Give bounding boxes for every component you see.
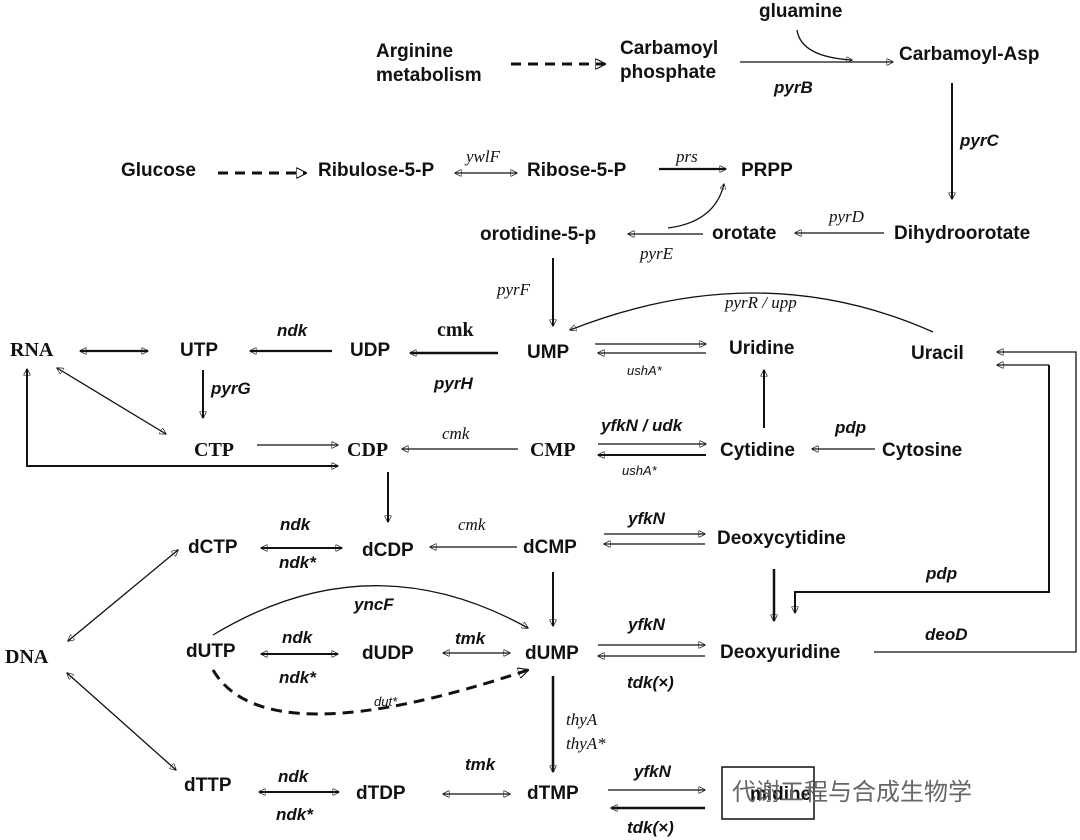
node-dcmp: dCMP — [523, 537, 577, 558]
node-cytosine: Cytosine — [882, 440, 962, 461]
node-dcdp: dCDP — [362, 540, 414, 561]
node-dctp: dCTP — [188, 537, 238, 558]
enzyme-yfkn-dump: yfkN — [627, 615, 666, 634]
node-thymidine-box — [721, 766, 815, 820]
enzyme-pyrr-upp: pyrR / upp — [724, 293, 797, 312]
arrow-dna-dttp — [67, 673, 176, 770]
enzyme-pyrb: pyrB — [773, 78, 813, 97]
enzyme-ndk-utp: ndk — [277, 321, 309, 340]
node-carbamoyl-phosphate-line2: phosphate — [620, 62, 716, 83]
node-dttp: dTTP — [184, 775, 232, 796]
node-arginine-line1: Arginine — [376, 41, 453, 62]
node-ribulose-5-p: Ribulose-5-P — [318, 160, 434, 181]
node-dihydroorotate: Dihydroorotate — [894, 223, 1030, 244]
enzyme-deod: deoD — [925, 625, 968, 644]
node-orotidine-5-p: orotidine-5-p — [480, 224, 596, 245]
enzyme-cmk-dcdp: cmk — [458, 515, 486, 534]
node-gluamine: gluamine — [759, 1, 842, 22]
enzyme-pyrg: pyrG — [210, 379, 251, 398]
node-dtmp: dTMP — [527, 783, 579, 804]
arrow-gluamine-input — [796, 29, 852, 60]
node-deoxyuridine: Deoxyuridine — [720, 642, 840, 663]
enzyme-ndk-dutp: ndk — [282, 628, 314, 647]
arrow-rna-ctp — [57, 368, 166, 434]
enzyme-thya: thyA — [566, 710, 598, 729]
node-dtdp: dTDP — [356, 783, 406, 804]
enzyme-pyrh: pyrH — [433, 374, 473, 393]
enzyme-thya-star: thyA* — [566, 734, 606, 753]
node-glucose: Glucose — [121, 160, 196, 181]
node-dna: DNA — [5, 646, 49, 668]
node-carbamoyl-asp: Carbamoyl-Asp — [899, 44, 1039, 65]
node-orotate: orotate — [712, 223, 776, 244]
enzyme-yfkn-udk: yfkN / udk — [600, 416, 684, 435]
node-arginine-line2: metabolism — [376, 65, 482, 86]
enzyme-pdp-cytosine: pdp — [834, 418, 866, 437]
enzyme-ndk-star-dttp: ndk* — [276, 805, 314, 824]
node-cmp: CMP — [530, 439, 576, 461]
enzyme-cmk-cdp: cmk — [442, 424, 470, 443]
enzyme-ndk-dttp: ndk — [278, 767, 310, 786]
node-dutp: dUTP — [186, 641, 236, 662]
enzyme-usha-ump: ushA* — [627, 363, 663, 378]
arrow-dutp-to-dump-yncf — [212, 585, 528, 636]
enzyme-ndk-star-dctp: ndk* — [279, 553, 317, 572]
node-dump: dUMP — [525, 643, 579, 664]
enzyme-pdp-deoxycytidine: pdp — [925, 564, 957, 583]
arrow-uracil-to-deoxyuridine — [795, 365, 1050, 613]
enzyme-dut: dut* — [374, 694, 398, 709]
arrow-prpp-curve — [667, 184, 724, 229]
enzyme-pyrc: pyrC — [959, 131, 999, 150]
node-cdp: CDP — [347, 439, 388, 461]
enzyme-ywlf: ywlF — [464, 147, 501, 166]
watermark-text: 代谢工程与合成生物学 — [732, 778, 972, 806]
enzyme-pyre: pyrE — [639, 244, 674, 263]
node-ctp: CTP — [194, 439, 234, 461]
enzyme-yncf: yncF — [353, 595, 394, 614]
arrow-uracil-to-ump — [570, 292, 934, 333]
node-ribose-5-p: Ribose-5-P — [527, 160, 627, 181]
arrow-deoxyuridine-to-uracil — [874, 352, 1077, 653]
enzyme-ndk-star-dutp: ndk* — [279, 668, 317, 687]
enzyme-pyrf: pyrF — [496, 280, 531, 299]
node-ump: UMP — [527, 342, 570, 363]
enzyme-yfkn-dtmp: yfkN — [633, 762, 672, 781]
node-uridine: Uridine — [729, 338, 794, 359]
enzyme-yfkn-dcmp: yfkN — [627, 509, 666, 528]
enzyme-ndk-dctp: ndk — [280, 515, 312, 534]
node-dudp: dUDP — [362, 643, 414, 664]
enzyme-cmk-udp: cmk — [437, 319, 475, 341]
arrow-dctp-dna — [68, 550, 178, 641]
enzyme-usha-cmp: ushA* — [622, 463, 658, 478]
enzyme-prs: prs — [675, 147, 698, 166]
node-deoxycytidine: Deoxycytidine — [717, 528, 846, 549]
node-thymidine: midine — [750, 784, 811, 805]
node-prpp: PRPP — [741, 160, 793, 181]
arrow-rna-cdp — [27, 369, 338, 466]
node-uracil: Uracil — [911, 343, 964, 364]
node-utp: UTP — [180, 340, 218, 361]
enzyme-tdk-dtmp: tdk(×) — [627, 818, 674, 837]
enzyme-tdk-dump: tdk(×) — [627, 673, 674, 692]
node-carbamoyl-phosphate-line1: Carbamoyl — [620, 38, 718, 59]
enzyme-tmk-dudp: tmk — [455, 629, 487, 648]
node-cytidine: Cytidine — [720, 440, 795, 461]
node-udp: UDP — [350, 340, 390, 361]
enzyme-tmk-dtdp: tmk — [465, 755, 497, 774]
enzyme-pyrd: pyrD — [828, 207, 865, 226]
arrow-dutp-to-dump-dut — [211, 670, 528, 716]
node-rna: RNA — [10, 339, 54, 361]
